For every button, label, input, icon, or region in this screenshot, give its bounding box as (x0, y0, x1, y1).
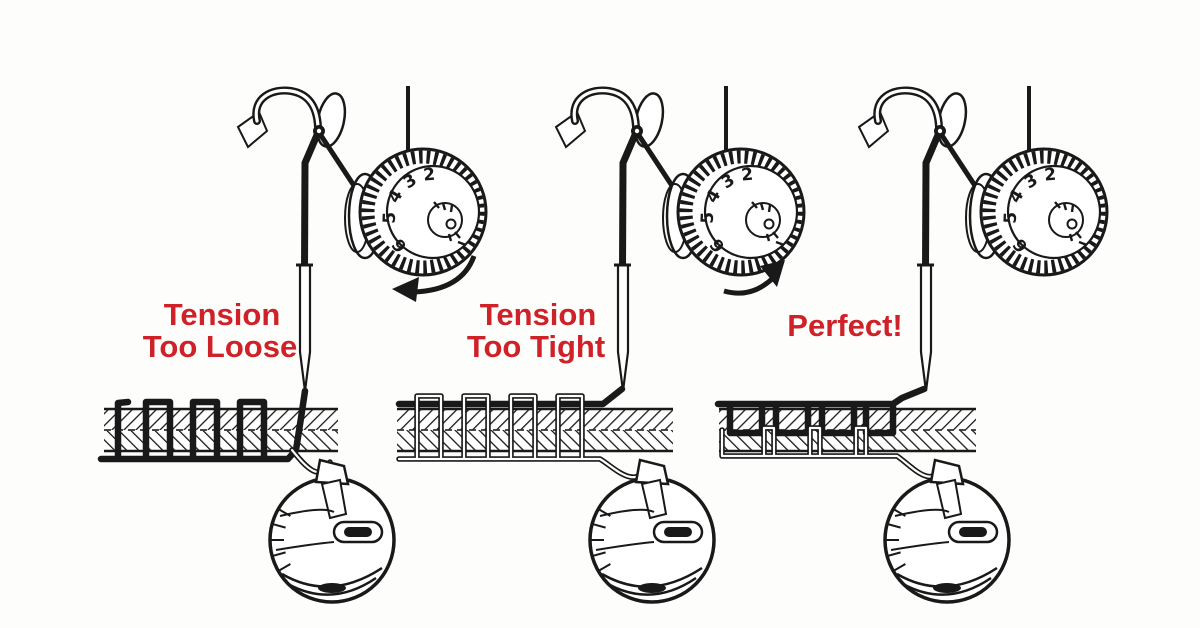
turn-clockwise-arrowhead (760, 260, 785, 287)
turn-counterclockwise-arrow (413, 255, 477, 295)
panel-tension-too-loose: Tension Too Loose (97, 86, 486, 604)
turn-counterclockwise-arrowhead (392, 277, 419, 302)
bobbin-thread-core (720, 426, 946, 478)
panel-label-line2: Too Loose (143, 329, 297, 364)
panel-label-line2: Too Tight (467, 329, 605, 364)
panel-label-line1: Perfect! (787, 308, 902, 343)
panel-perfect: Perfect! (714, 86, 1107, 604)
panel-label-line1: Tension (480, 297, 597, 332)
needle-thread-stitches-balanced (714, 385, 928, 437)
panel-label-line1: Tension (164, 297, 281, 332)
panel-tension-too-tight: Tension Too Tight (395, 86, 804, 604)
turn-clockwise-arrow (723, 275, 776, 296)
needle-thread-stitches-loose (97, 387, 309, 463)
bobbin-thread-core (397, 394, 651, 479)
needle-thread-stitches-tight (395, 385, 626, 408)
